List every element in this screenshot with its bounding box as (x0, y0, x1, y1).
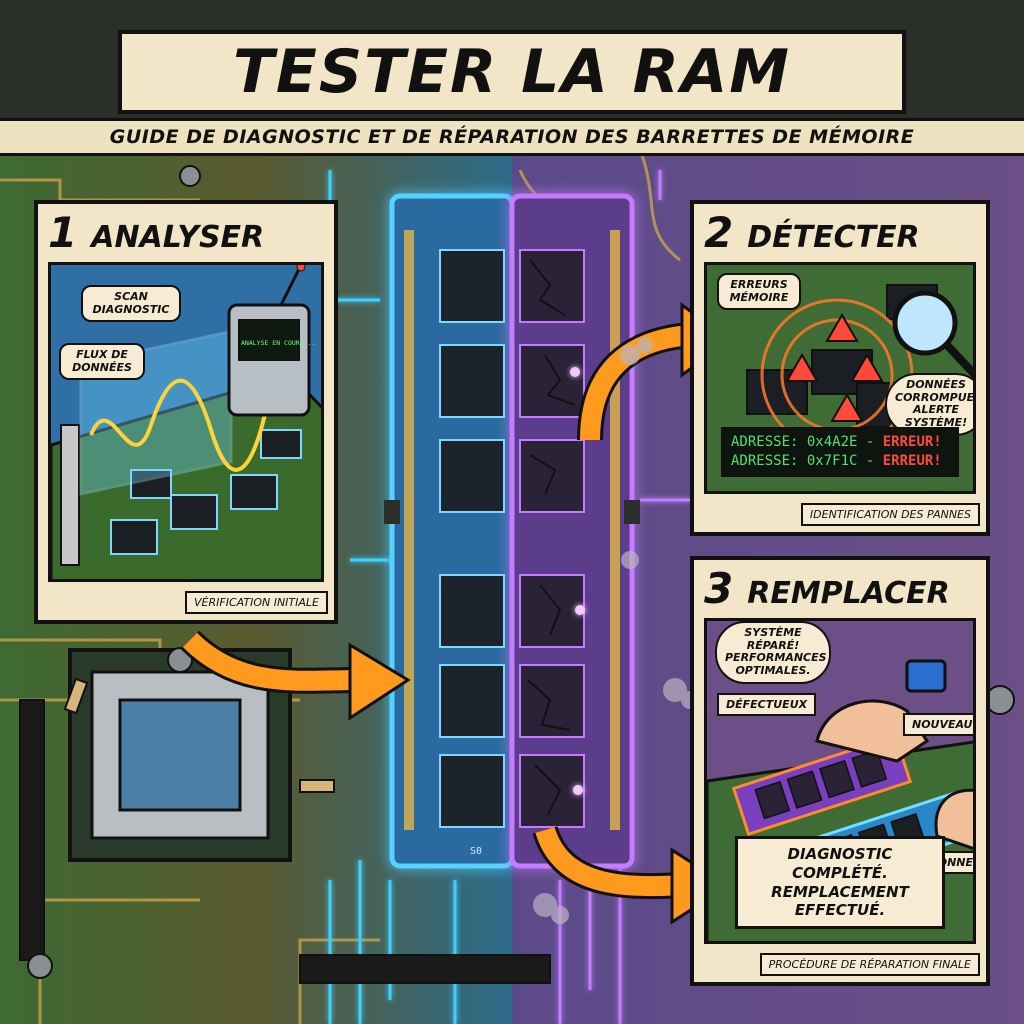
panel-detecter: 2 DÉTECTER (690, 200, 990, 536)
final-summary-line-1: DIAGNOSTIC COMPLÉTÉ. (787, 845, 893, 882)
bubble-donnees-corrompues: DONNÉES CORROMPUES! ALERTE SYSTÈME! (885, 373, 973, 436)
panel-analyser: 1 ANALYSER ANALYSE EN COURS... (34, 200, 338, 624)
bubble-flux-donnees: FLUX DE DONNÉES (59, 343, 145, 381)
panel-analyser-title: ANALYSER (91, 220, 265, 255)
arrow-to-ram (180, 630, 411, 721)
warning-icon (785, 312, 884, 422)
panel-remplacer-number: 3 (704, 564, 734, 613)
final-summary-line-2: REMPLACEMENT EFFECTUÉ. (771, 882, 909, 920)
ram-label: S0 (470, 846, 482, 857)
label-defectueux: DÉFECTUEUX (717, 693, 817, 716)
bubble-systeme-repare: SYSTÈME RÉPARÉ! PERFORMANCES OPTIMALES. (715, 621, 831, 684)
device-screen-text: ANALYSE EN COURS... (241, 339, 315, 347)
magnifier-icon (892, 290, 973, 379)
bubble-erreurs-memoire: ERREURS MÉMOIRE (717, 273, 801, 311)
panel-analyser-art: ANALYSE EN COURS... SCAN DIAGNOSTIC FLUX… (48, 262, 324, 582)
subtitle-banner: GUIDE DE DIAGNOSTIC ET DE RÉPARATION DES… (0, 118, 1024, 156)
panel-remplacer-title: REMPLACER (747, 576, 950, 611)
panel-detecter-title: DÉTECTER (747, 220, 920, 255)
bubble-scan-diagnostic: SCAN DIAGNOSTIC (81, 285, 181, 323)
caption-procedure: PROCÉDURE DE RÉPARATION FINALE (759, 953, 980, 976)
page-title: TESTER LA RAM (232, 37, 792, 107)
title-banner: TESTER LA RAM (118, 30, 906, 114)
panel-analyser-number: 1 (48, 208, 78, 257)
error-log-line: ADRESSE: 0x4A2E - ERREUR! (731, 434, 942, 451)
panel-remplacer: 3 REMPLACER SYSTÈME RÉPARÉ! PE (690, 556, 990, 986)
error-log: ADRESSE: 0x4A2E - ERREUR! ADRESSE: 0x7F1… (721, 427, 959, 477)
label-nouveau: NOUVEAU (903, 713, 973, 736)
panel-detecter-art: ERREURS MÉMOIRE DONNÉES CORROMPUES! ALER… (704, 262, 976, 494)
ram-stick: S0 (384, 193, 640, 869)
error-log-line: ADRESSE: 0x7F1C - ERREUR! (731, 453, 942, 470)
panel-remplacer-art: SYSTÈME RÉPARÉ! PERFORMANCES OPTIMALES. … (704, 618, 976, 944)
final-summary: DIAGNOSTIC COMPLÉTÉ. REMPLACEMENT EFFECT… (735, 836, 945, 929)
caption-verification: VÉRIFICATION INITIALE (185, 591, 328, 614)
caption-identification: IDENTIFICATION DES PANNES (800, 503, 980, 526)
panel-detecter-number: 2 (704, 208, 734, 257)
page-subtitle: GUIDE DE DIAGNOSTIC ET DE RÉPARATION DES… (109, 126, 915, 148)
